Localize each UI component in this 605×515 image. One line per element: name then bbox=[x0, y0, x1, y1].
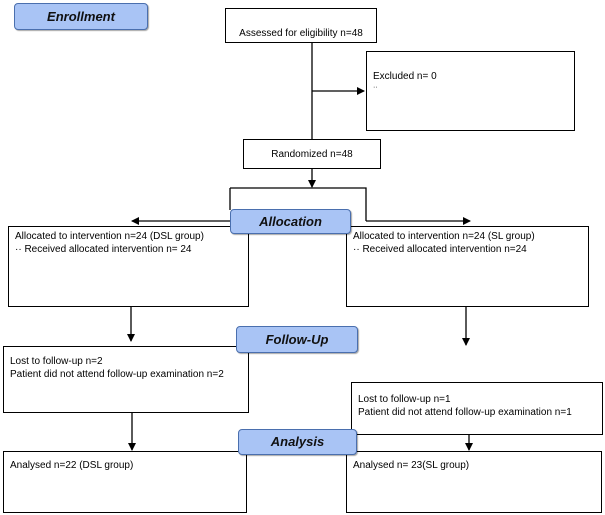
analysed-right-text: Analysed n= 23(SL group) bbox=[353, 460, 470, 471]
randomized-box: Randomized n=48 bbox=[243, 139, 381, 169]
lost-left-line-2: Patient did not attend follow-up examina… bbox=[10, 369, 224, 380]
analysed-left-text: Analysed n=22 (DSL group) bbox=[10, 460, 134, 471]
stage-enrollment: Enrollment bbox=[14, 3, 148, 30]
allocated-left-box: Allocated to intervention n=24 (DSL grou… bbox=[8, 226, 249, 307]
lost-right-line-1: Lost to follow-up n=1 bbox=[358, 394, 451, 405]
assessed-text: Assessed for eligibility n=48 bbox=[239, 28, 363, 39]
allocated-right-line-1: Allocated to intervention n=24 (SL group… bbox=[353, 231, 535, 242]
lost-left-line-1: Lost to follow-up n=2 bbox=[10, 356, 103, 367]
randomized-text: Randomized n=48 bbox=[271, 149, 353, 160]
excluded-bullet: ·· bbox=[373, 84, 378, 91]
lost-right-line-2: Patient did not attend follow-up examina… bbox=[358, 407, 572, 418]
lost-left-box: Lost to follow-up n=2 Patient did not at… bbox=[3, 346, 249, 413]
lost-right-box: Lost to follow-up n=1 Patient did not at… bbox=[351, 382, 603, 435]
allocated-right-box: Allocated to intervention n=24 (SL group… bbox=[346, 226, 589, 307]
connector-split-bracket bbox=[230, 187, 367, 221]
allocated-left-line-2: ·· Received allocated intervention n= 24 bbox=[15, 244, 192, 255]
analysed-left-box: Analysed n=22 (DSL group) bbox=[3, 451, 247, 513]
analysed-right-box: Analysed n= 23(SL group) bbox=[346, 451, 602, 513]
excluded-box: Excluded n= 0 ·· bbox=[366, 51, 575, 131]
allocated-left-line-1: Allocated to intervention n=24 (DSL grou… bbox=[15, 231, 204, 242]
allocated-right-line-2: ·· Received allocated intervention n=24 bbox=[353, 244, 527, 255]
stage-follow-up: Follow-Up bbox=[236, 326, 358, 353]
stage-analysis: Analysis bbox=[238, 429, 357, 455]
stage-allocation: Allocation bbox=[230, 209, 351, 234]
assessed-box: Assessed for eligibility n=48 bbox=[225, 8, 377, 43]
excluded-text: Excluded n= 0 bbox=[373, 71, 437, 82]
